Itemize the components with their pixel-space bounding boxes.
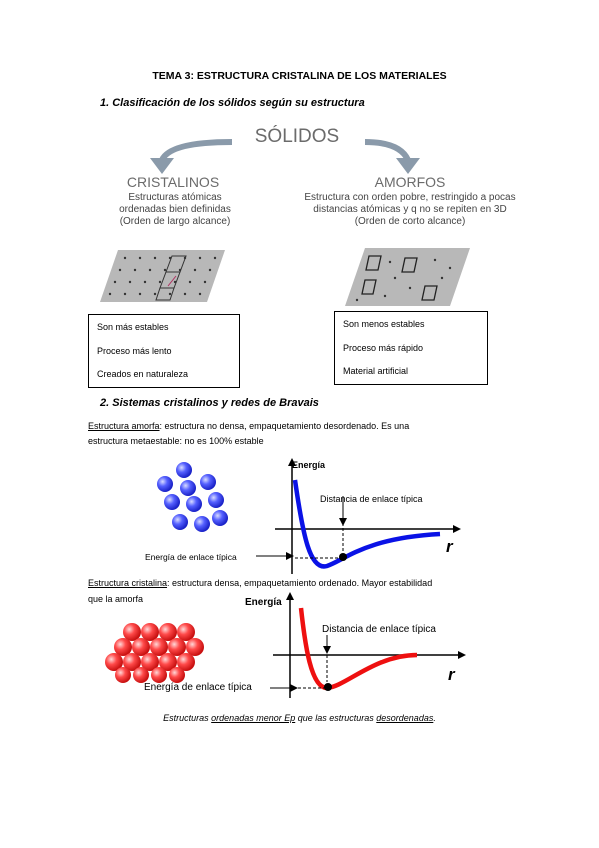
graph-1-energy-label: Energía de enlace típica (145, 552, 237, 562)
amorphous-atoms-illustration (157, 462, 228, 532)
conclusion-text: Estructuras ordenadas menor Ep que las e… (163, 713, 436, 723)
list-item: Son más estables (97, 322, 169, 332)
list-item: Proceso más lento (97, 346, 172, 356)
diagram-arrows (150, 139, 420, 174)
amorphous-paragraph-line-1: Estructura amorfa: estructura no densa, … (88, 421, 410, 431)
amorphous-description: Estructura con orden pobre, restringido … (304, 192, 516, 227)
list-item: Material artificial (343, 366, 409, 376)
crystalline-paragraph-line-1: Estructura cristalina: estructura densa,… (88, 578, 433, 588)
list-item: Son menos estables (343, 319, 425, 329)
crystalline-description: Estructuras atómicas ordenadas bien defi… (119, 192, 231, 227)
section-1-heading: 1. Clasificación de los sólidos según su… (100, 97, 365, 109)
graph-1-x-label: r (446, 537, 453, 556)
amorphous-properties-box: Son menos estables Proceso más rápido Ma… (334, 311, 488, 385)
energy-graph-crystalline (273, 592, 466, 698)
amorphous-title: AMORFOS (374, 174, 446, 190)
graph-2-y-label: Energía (245, 597, 282, 608)
amorphous-structure-image (345, 248, 470, 306)
crystalline-properties-box: Son más estables Proceso más lento Cread… (88, 314, 240, 388)
solids-classification-diagram: SÓLIDOS CRISTALINOS Estructuras atómicas… (0, 120, 599, 310)
graph-1-distance-label: Distancia de enlace típica (320, 494, 423, 504)
section-2-heading: 2. Sistemas cristalinos y redes de Brava… (100, 397, 319, 409)
graph-2-distance-label: Distancia de enlace típica (322, 624, 436, 635)
diagram-root-title: SÓLIDOS (254, 126, 340, 147)
graph-2-x-label: r (448, 665, 455, 684)
list-item: Creados en naturaleza (97, 369, 189, 379)
crystalline-lattice-image (100, 250, 225, 302)
graph-1-y-label: Energía (292, 460, 326, 470)
crystalline-paragraph-line-2: que la amorfa (88, 594, 144, 604)
list-item: Proceso más rápido (343, 343, 424, 353)
graph-1-energy-arrow (256, 552, 294, 560)
graph-2-energy-label: Energía de enlace típica (144, 682, 252, 693)
crystalline-atoms-illustration (105, 623, 204, 683)
crystalline-title: CRISTALINOS (126, 174, 220, 190)
graph-2-energy-arrow (270, 684, 298, 692)
page-title: TEMA 3: ESTRUCTURA CRISTALINA DE LOS MAT… (152, 70, 447, 82)
amorphous-paragraph-line-2: estructura metaestable: no es 100% estab… (88, 436, 264, 446)
